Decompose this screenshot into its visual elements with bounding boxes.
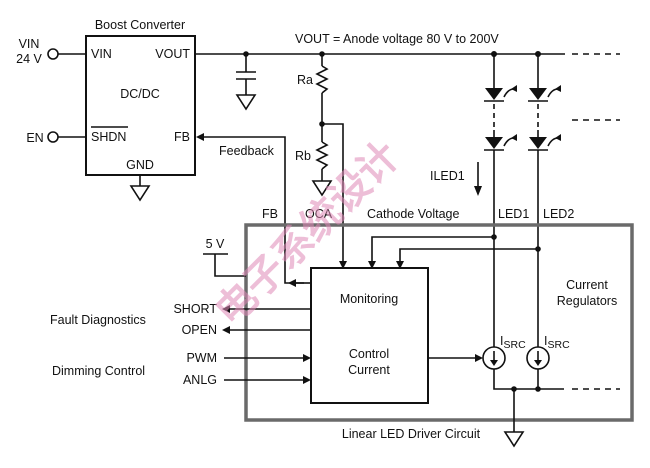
signal-anlg: ANLG (183, 373, 217, 387)
junction-dot (535, 246, 541, 252)
pin-shdn: SHDN (91, 130, 126, 144)
led2-sense-wire (399, 248, 538, 263)
light-emission-icon (555, 134, 561, 141)
signal-short: SHORT (173, 302, 217, 316)
en-terminal-icon (47, 131, 59, 143)
isrc2-label: ISRC (544, 334, 570, 351)
driver-title: Linear LED Driver Circuit (342, 427, 481, 441)
vout-title: VOUT = Anode voltage 80 V to 200V (295, 32, 499, 46)
ground-icon (503, 431, 525, 448)
arrow-left-icon (222, 305, 230, 313)
oca-wire (322, 123, 344, 263)
input-terminals: VIN 24 V EN (16, 37, 86, 145)
iled1-indicator: ILED1 (430, 162, 482, 196)
driver-pin-oca: OCA (305, 207, 333, 221)
led-icon (485, 137, 503, 149)
boost-converter: Boost Converter VIN VOUT DC/DC SHDN FB G… (85, 18, 196, 202)
light-emission-icon (555, 85, 561, 92)
feedback-label: Feedback (219, 144, 275, 158)
regulators-label-line2: Regulators (557, 294, 617, 308)
en-input-label: EN (26, 131, 43, 145)
arrow-icon (339, 261, 347, 269)
regulators-label-line1: Current (566, 278, 608, 292)
arrow-icon (368, 261, 376, 269)
arrow-down-icon (474, 186, 482, 196)
resistor-ra-label: Ra (297, 73, 313, 87)
arrow-right-icon (303, 376, 311, 384)
led1-sense-wire (371, 236, 494, 263)
supply-label: 5 V (206, 237, 225, 251)
junction-dot (491, 234, 497, 240)
arrow-icon (196, 133, 204, 141)
led-string-1 (484, 54, 517, 347)
arrow-right-icon (303, 354, 311, 362)
isrc1-label: ISRC (500, 334, 526, 351)
arrow-icon (396, 261, 404, 269)
control-label-line2: Current (348, 363, 390, 377)
light-emission-icon (511, 134, 517, 141)
vin-input-label: VIN (19, 37, 40, 51)
resistor-ra-icon (315, 65, 329, 94)
signal-open: OPEN (182, 323, 217, 337)
vin-terminal-icon (47, 48, 59, 60)
boost-converter-title: Boost Converter (95, 18, 185, 32)
output-capacitor-icon (235, 54, 257, 111)
monitoring-control-block (310, 267, 429, 404)
junction-dot (535, 386, 541, 392)
return-wire (493, 369, 564, 390)
led-icon (529, 137, 547, 149)
arrow-icon (288, 279, 296, 287)
pin-vin: VIN (91, 47, 112, 61)
light-emission-icon (511, 85, 517, 92)
ground-icon (311, 180, 333, 197)
signal-pwm: PWM (186, 351, 217, 365)
dcdc-label: DC/DC (120, 87, 160, 101)
control-label-line1: Control (349, 347, 389, 361)
vout-rail: VOUT = Anode voltage 80 V to 200V (195, 32, 620, 121)
driver-pin-led2: LED2 (543, 207, 574, 221)
driver-pin-cathode: Cathode Voltage (367, 207, 459, 221)
arrow-right-icon (475, 354, 483, 362)
driver-box (244, 223, 634, 422)
driver-pin-fb: FB (262, 207, 278, 221)
vin-input-value: 24 V (16, 52, 42, 66)
pin-vout: VOUT (155, 47, 190, 61)
led-icon (485, 88, 503, 100)
led-icon (529, 88, 547, 100)
dimming-control-label: Dimming Control (52, 364, 145, 378)
linear-led-driver: Linear LED Driver Circuit 5 V Monitoring… (50, 223, 634, 448)
resistor-rb-label: Rb (295, 149, 311, 163)
ground-icon (129, 185, 151, 202)
resistor-divider: Ra Rb (295, 54, 347, 269)
feedback-path: Feedback (196, 133, 310, 287)
monitoring-label: Monitoring (340, 292, 398, 306)
supply-wire (214, 254, 246, 277)
fault-diagnostics-label: Fault Diagnostics (50, 313, 146, 327)
arrow-left-icon (222, 326, 230, 334)
pin-fb: FB (174, 130, 190, 144)
driver-pin-led1: LED1 (498, 207, 529, 221)
driver-pin-labels: FB OCA Cathode Voltage LED1 LED2 (262, 207, 574, 221)
iled1-label: ILED1 (430, 169, 465, 183)
resistor-rb-icon (315, 141, 329, 170)
pin-gnd: GND (126, 158, 154, 172)
